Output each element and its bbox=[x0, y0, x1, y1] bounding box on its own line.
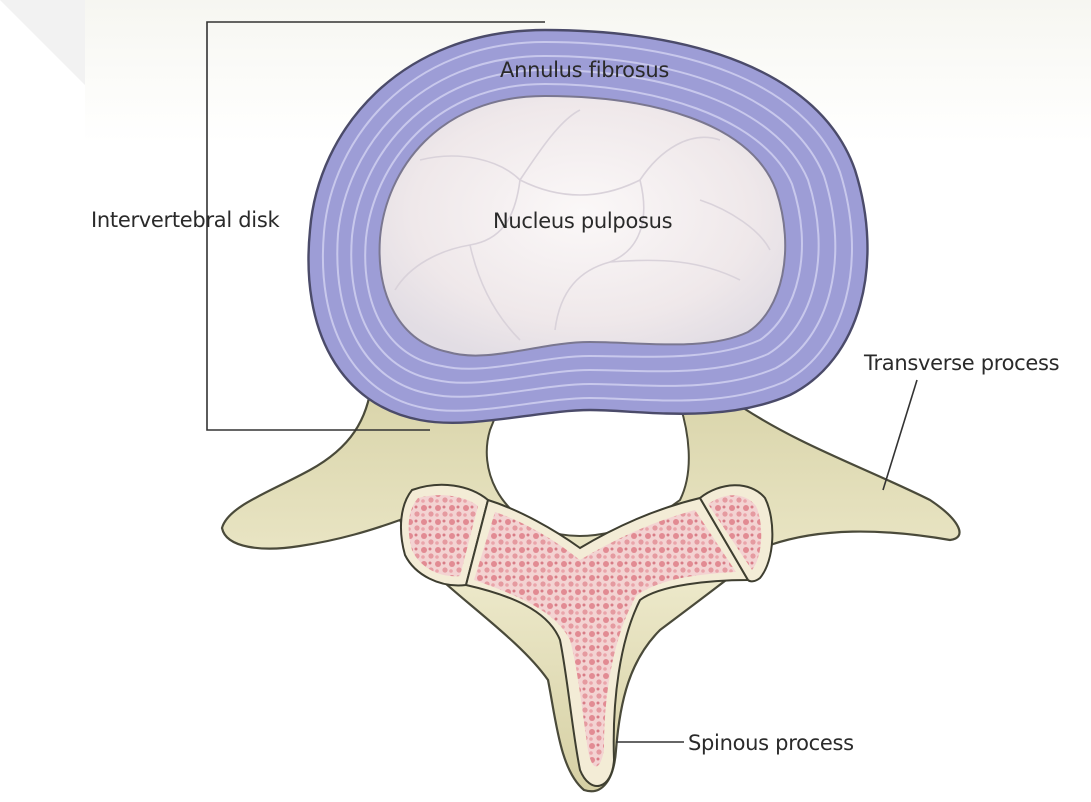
annulus-fibrosus-label: Annulus fibrosus bbox=[500, 58, 669, 82]
transverse-process-label: Transverse process bbox=[864, 351, 1059, 375]
spinous-process-label: Spinous process bbox=[688, 731, 854, 755]
nucleus-pulposus-label: Nucleus pulposus bbox=[493, 209, 672, 233]
intervertebral-disk-label: Intervertebral disk bbox=[91, 208, 279, 232]
